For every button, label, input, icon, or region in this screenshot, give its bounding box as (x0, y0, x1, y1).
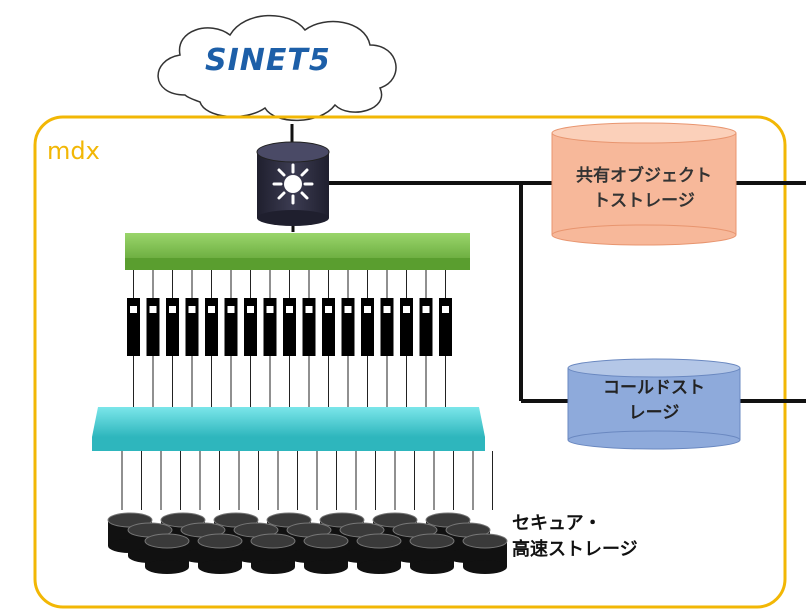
storage-cylinder-icon (551, 122, 737, 246)
switch-icon (125, 233, 470, 270)
cold-storage-line1: コールドスト (603, 378, 705, 398)
server-icon (146, 298, 160, 356)
server-icon (419, 298, 433, 356)
sinet-logo: SINET5 (205, 43, 331, 78)
secure-storage-line2: 高速ストレージ (512, 539, 638, 560)
disk-icon (356, 533, 402, 574)
disk-icon (409, 533, 455, 574)
switch-icon (92, 407, 485, 451)
mdx-frame (33, 115, 787, 609)
storage-cylinder-icon (567, 358, 741, 450)
server-icon (205, 298, 218, 356)
disk-icon (197, 533, 243, 574)
server-icon (244, 298, 257, 356)
server-icon (283, 298, 296, 356)
secure-storage-disks (107, 512, 508, 574)
cold-storage-line2: レージ (628, 403, 680, 423)
cold-storage-label: コールドスト レージ (568, 376, 740, 426)
server-rack (127, 298, 452, 356)
secure-storage-label: セキュア・ 高速ストレージ (512, 511, 638, 563)
disk-icon (462, 533, 508, 574)
server-icon (341, 298, 355, 356)
disk-links (121, 451, 493, 510)
server-icon (185, 298, 199, 356)
secure-storage-line1: セキュア・ (512, 513, 602, 534)
disk-icon (144, 533, 190, 574)
disk-icon (250, 533, 296, 574)
server-downlinks (133, 356, 446, 407)
server-icon (302, 298, 316, 356)
server-uplinks (133, 270, 446, 298)
server-icon (439, 298, 452, 356)
server-icon (263, 298, 277, 356)
shared-storage-line2: トストレージ (593, 191, 695, 211)
server-icon (400, 298, 413, 356)
server-icon (322, 298, 335, 356)
router-icon (256, 141, 330, 226)
disk-icon (303, 533, 349, 574)
shared-storage-label: 共有オブジェクト トストレージ (552, 164, 736, 214)
server-icon (361, 298, 374, 356)
server-icon (380, 298, 394, 356)
shared-storage-line1: 共有オブジェクト (576, 166, 712, 186)
server-icon (127, 298, 140, 356)
server-icon (224, 298, 238, 356)
server-icon (166, 298, 179, 356)
mdx-label: mdx (47, 137, 100, 165)
